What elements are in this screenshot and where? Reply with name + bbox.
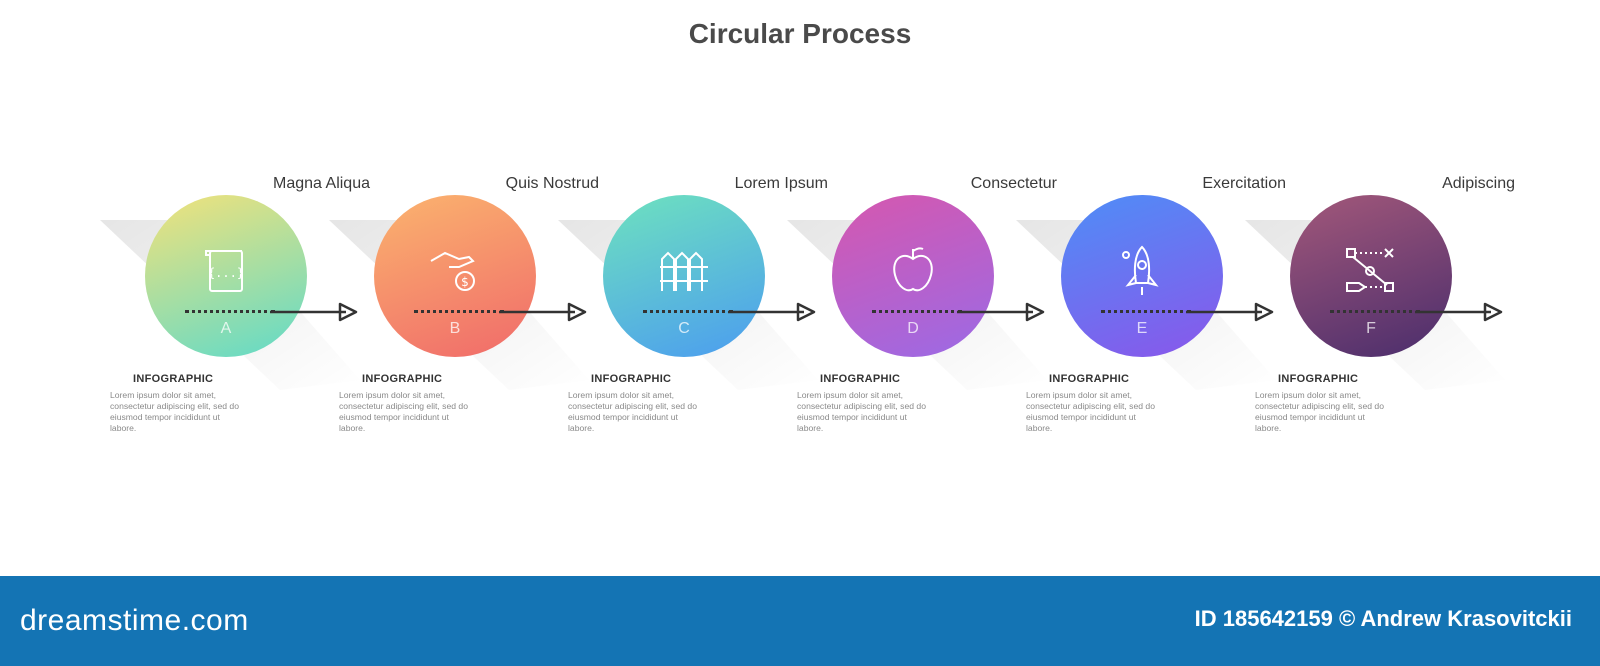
arrow-right-icon bbox=[499, 302, 587, 322]
arrow-right-icon bbox=[270, 302, 358, 322]
step-circle bbox=[145, 195, 307, 357]
dotted-connector bbox=[185, 310, 275, 313]
brand-logo-text: dreamstime.com bbox=[20, 604, 249, 637]
scroll-code-icon: {...} bbox=[205, 250, 244, 292]
step-letter: A bbox=[220, 320, 232, 337]
step-letter: B bbox=[449, 320, 461, 337]
step-label: Magna Aliqua bbox=[273, 175, 370, 192]
info-text: Lorem ipsum dolor sit amet, consectetur … bbox=[568, 390, 697, 433]
rocket-icon bbox=[1122, 245, 1159, 295]
step-label: Lorem Ipsum bbox=[734, 175, 828, 192]
step-circle bbox=[603, 195, 765, 357]
step-letter: C bbox=[678, 320, 690, 337]
info-heading: INFOGRAPHIC bbox=[820, 373, 901, 385]
svg-text:$: $ bbox=[461, 275, 469, 289]
step-circle bbox=[374, 195, 536, 357]
footer-bar: dreamstime.com ID 185642159 © Andrew Kra… bbox=[0, 576, 1600, 666]
step-letter: F bbox=[1366, 320, 1376, 337]
info-heading: INFOGRAPHIC bbox=[591, 373, 672, 385]
process-step: Quis Nostrud $ B INFOGRAPHIC Lorem ipsum dol… bbox=[329, 170, 629, 460]
dotted-connector bbox=[1101, 310, 1191, 313]
info-heading: INFOGRAPHIC bbox=[133, 373, 214, 385]
info-heading: INFOGRAPHIC bbox=[1278, 373, 1359, 385]
hand-coin-icon: $ bbox=[430, 251, 475, 291]
diagram-title: Circular Process bbox=[688, 18, 912, 49]
info-heading: INFOGRAPHIC bbox=[362, 373, 443, 385]
image-credit: ID 185642159 © Andrew Krasovitckii bbox=[1194, 606, 1572, 631]
fence-icon bbox=[660, 251, 708, 291]
arrow-right-icon bbox=[1415, 302, 1503, 322]
arrow-right-icon bbox=[957, 302, 1045, 322]
vector-path-icon bbox=[1346, 248, 1394, 292]
step-letter: D bbox=[907, 320, 919, 337]
dotted-connector bbox=[414, 310, 504, 313]
dotted-connector bbox=[1330, 310, 1420, 313]
svg-text:{...}: {...} bbox=[208, 266, 244, 280]
step-label: Adipiscing bbox=[1442, 175, 1515, 192]
step-letter: E bbox=[1136, 320, 1148, 337]
arrow-right-icon bbox=[728, 302, 816, 322]
step-label: Consectetur bbox=[970, 175, 1057, 192]
info-text: Lorem ipsum dolor sit amet, consectetur … bbox=[1026, 390, 1155, 433]
step-circle bbox=[832, 195, 994, 357]
dotted-connector bbox=[872, 310, 962, 313]
info-text: Lorem ipsum dolor sit amet, consectetur … bbox=[110, 390, 239, 433]
arrow-right-icon bbox=[1186, 302, 1274, 322]
info-heading: INFOGRAPHIC bbox=[1049, 373, 1130, 385]
info-text: Lorem ipsum dolor sit amet, consectetur … bbox=[339, 390, 468, 433]
info-text: Lorem ipsum dolor sit amet, consectetur … bbox=[797, 390, 926, 433]
apple-icon bbox=[893, 247, 933, 292]
step-circle bbox=[1061, 195, 1223, 357]
step-label: Exercitation bbox=[1202, 175, 1286, 192]
info-text: Lorem ipsum dolor sit amet, consectetur … bbox=[1255, 390, 1384, 433]
step-label: Quis Nostrud bbox=[505, 175, 599, 192]
step-circle bbox=[1290, 195, 1452, 357]
process-step: Magna Aliqua {...} A INFOGRAPHIC Lorem ipsum… bbox=[100, 170, 400, 460]
dotted-connector bbox=[643, 310, 733, 313]
